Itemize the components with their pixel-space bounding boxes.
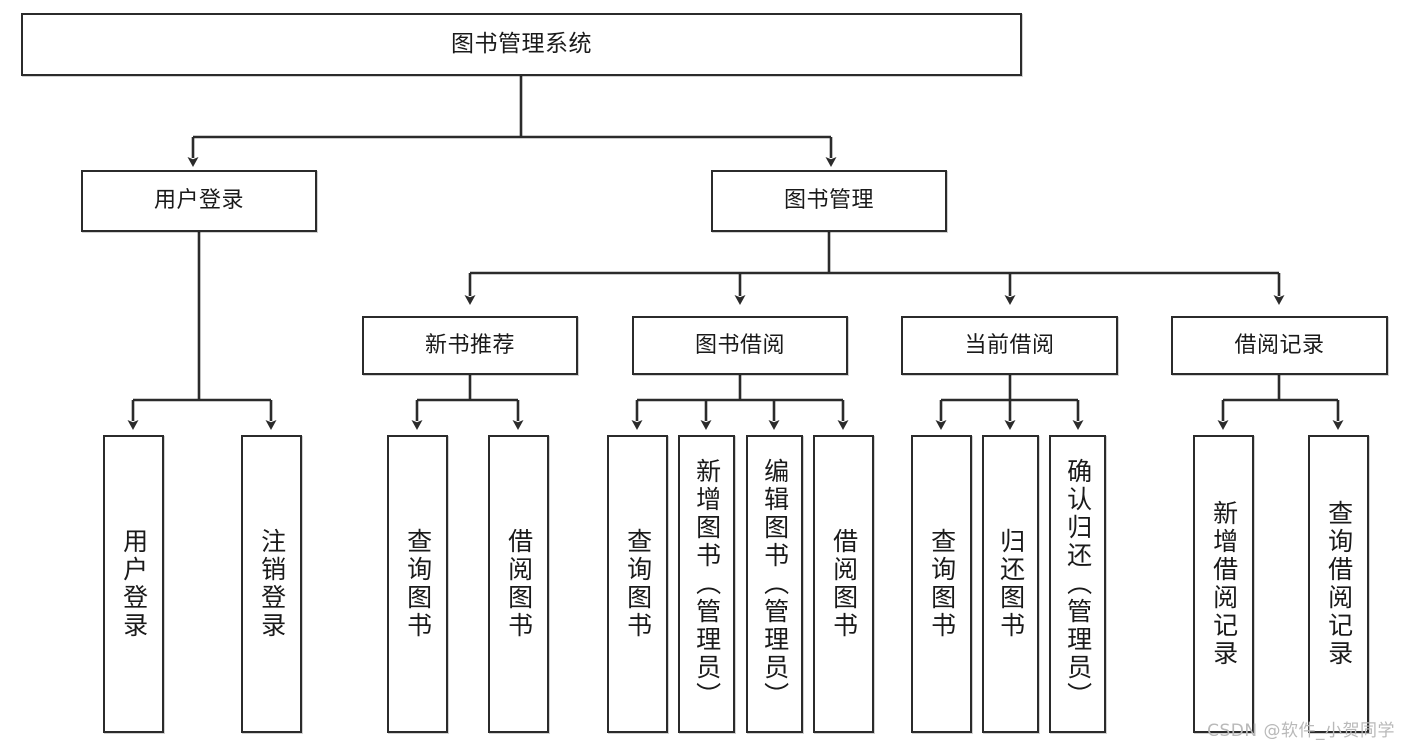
node-label: 归还图书 — [996, 528, 1026, 640]
leaf-current-borrow-return[interactable]: 归还图书 — [982, 435, 1039, 733]
node-label: 查询图书 — [623, 528, 653, 640]
node-current-borrow[interactable]: 当前借阅 — [901, 316, 1118, 375]
csdn-watermark: CSDN @软件_小贺同学 — [1207, 721, 1395, 741]
leaf-book-borrow-borrow[interactable]: 借阅图书 — [813, 435, 874, 733]
node-label: 新书推荐 — [424, 332, 515, 358]
node-label: 图书管理 — [783, 188, 874, 214]
node-label: 新增图书（管理员） — [692, 458, 722, 710]
node-book-management[interactable]: 图书管理 — [711, 170, 947, 232]
leaf-borrow-record-add[interactable]: 新增借阅记录 — [1193, 435, 1254, 733]
node-label: 用户登录 — [119, 528, 149, 640]
node-borrow-record[interactable]: 借阅记录 — [1171, 316, 1388, 375]
node-label: 当前借阅 — [964, 332, 1055, 358]
node-label: 借阅图书 — [504, 528, 534, 640]
node-new-book-recommend[interactable]: 新书推荐 — [362, 316, 578, 375]
node-label: 图书管理系统 — [451, 30, 592, 57]
node-label: 借阅图书 — [829, 528, 859, 640]
leaf-current-borrow-confirm[interactable]: 确认归还（管理员） — [1049, 435, 1106, 733]
node-label: 用户登录 — [153, 188, 244, 214]
leaf-borrow-record-query[interactable]: 查询借阅记录 — [1308, 435, 1369, 733]
node-label: 查询借阅记录 — [1324, 500, 1354, 668]
leaf-book-borrow-edit[interactable]: 编辑图书（管理员） — [746, 435, 803, 733]
leaf-book-borrow-add[interactable]: 新增图书（管理员） — [678, 435, 735, 733]
leaf-new-book-query[interactable]: 查询图书 — [387, 435, 448, 733]
node-book-borrow[interactable]: 图书借阅 — [632, 316, 848, 375]
node-label: 编辑图书（管理员） — [760, 458, 790, 710]
node-label: 查询图书 — [927, 528, 957, 640]
node-label: 确认归还（管理员） — [1063, 458, 1093, 710]
leaf-current-borrow-query[interactable]: 查询图书 — [911, 435, 972, 733]
leaf-book-borrow-query[interactable]: 查询图书 — [607, 435, 668, 733]
leaf-new-book-borrow[interactable]: 借阅图书 — [488, 435, 549, 733]
node-label: 借阅记录 — [1234, 332, 1325, 358]
node-user-login[interactable]: 用户登录 — [81, 170, 317, 232]
node-label: 注销登录 — [257, 528, 287, 640]
node-label: 新增借阅记录 — [1209, 500, 1239, 668]
node-root-system[interactable]: 图书管理系统 — [21, 13, 1022, 76]
node-label: 查询图书 — [403, 528, 433, 640]
leaf-user-login-login[interactable]: 用户登录 — [103, 435, 164, 733]
leaf-user-login-logout[interactable]: 注销登录 — [241, 435, 302, 733]
node-label: 图书借阅 — [694, 332, 785, 358]
